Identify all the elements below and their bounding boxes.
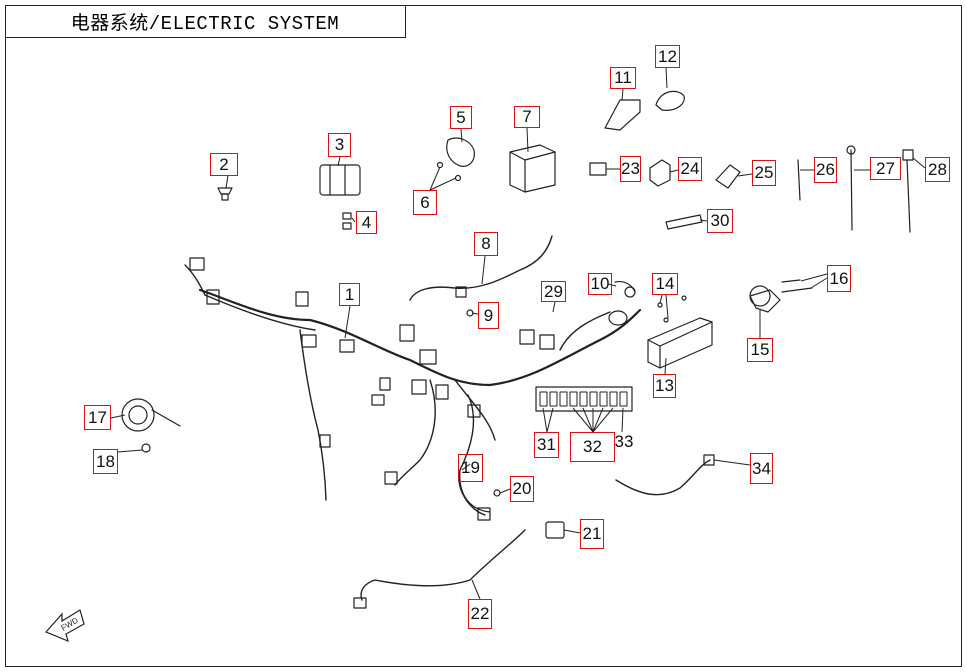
callout-5: 5 — [450, 106, 472, 129]
callout-33: 33 — [614, 432, 634, 451]
callout-2: 2 — [210, 153, 238, 176]
callout-17: 17 — [84, 405, 111, 430]
callout-3: 3 — [328, 133, 351, 157]
callout-19: 19 — [458, 454, 483, 482]
callout-32: 32 — [570, 432, 615, 462]
callout-16: 16 — [827, 265, 851, 292]
callout-30: 30 — [707, 209, 733, 233]
callout-1: 1 — [339, 283, 360, 306]
callout-26: 26 — [814, 157, 837, 183]
callout-24: 24 — [678, 157, 702, 181]
diagram-title: 电器系统/ELECTRIC SYSTEM — [5, 5, 406, 38]
callout-7: 7 — [514, 106, 540, 128]
callout-27: 27 — [870, 157, 901, 180]
callout-29: 29 — [541, 281, 566, 302]
callout-34: 34 — [750, 453, 773, 484]
callout-22: 22 — [468, 599, 492, 629]
callout-14: 14 — [652, 273, 678, 295]
callout-6: 6 — [413, 190, 437, 215]
callout-25: 25 — [752, 160, 776, 186]
callout-13: 13 — [653, 374, 676, 398]
forward-arrow-icon — [44, 609, 85, 643]
callout-23: 23 — [620, 156, 641, 182]
callout-12: 12 — [655, 45, 680, 68]
callout-10: 10 — [588, 273, 612, 295]
callout-28: 28 — [925, 157, 950, 182]
callout-4: 4 — [356, 211, 377, 234]
callout-31: 31 — [534, 432, 559, 458]
callout-8: 8 — [474, 232, 498, 256]
callout-21: 21 — [580, 519, 604, 549]
drawing-frame — [5, 5, 962, 667]
callout-15: 15 — [747, 338, 773, 362]
main-harness — [198, 288, 642, 387]
callout-20: 20 — [510, 476, 534, 502]
callout-9: 9 — [478, 302, 499, 329]
callout-11: 11 — [610, 67, 636, 89]
callout-18: 18 — [93, 449, 118, 474]
